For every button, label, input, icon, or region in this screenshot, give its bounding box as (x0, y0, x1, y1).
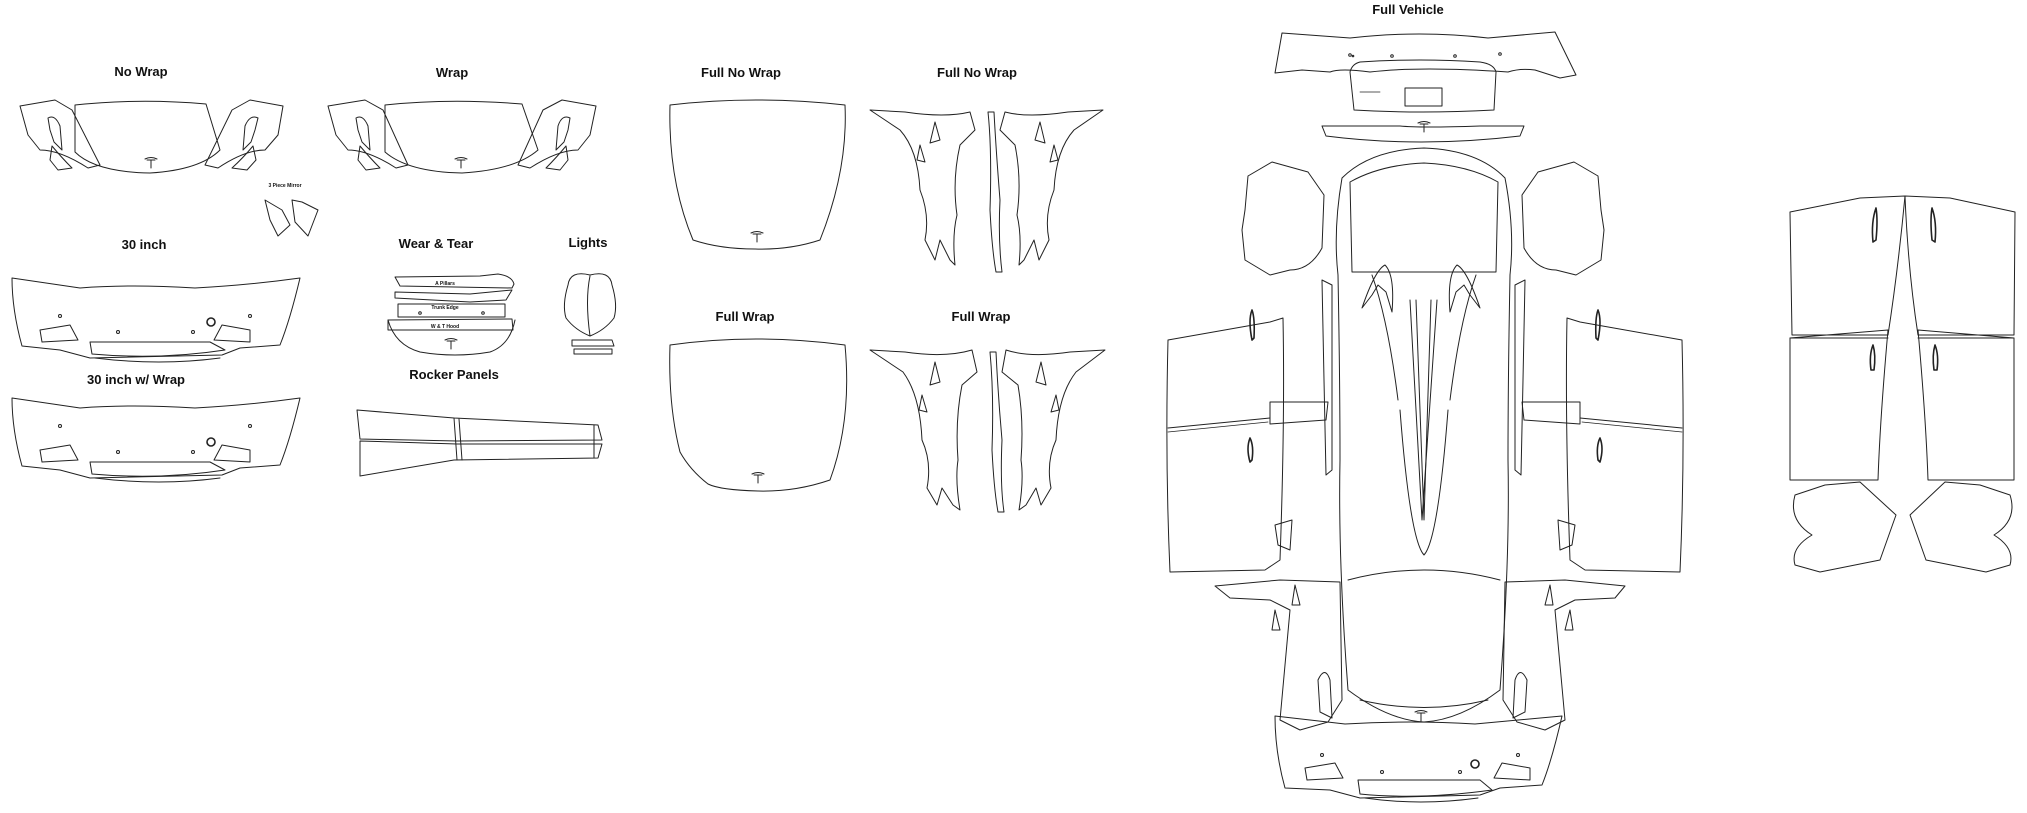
section-title-full-no-wrap-hood: Full No Wrap (701, 65, 781, 80)
section-title-no-wrap: No Wrap (114, 64, 168, 79)
section-title-full-wrap-fenders: Full Wrap (951, 309, 1011, 324)
section-title-wrap: Wrap (435, 65, 469, 80)
label-w-t-hood: W & T Hood (430, 324, 460, 330)
tesla-logo-icon (1414, 710, 1428, 722)
tesla-logo-icon (751, 472, 765, 484)
rocker-panels-pattern (356, 409, 603, 477)
label-trunk-edge: Trunk Edge (431, 305, 459, 311)
tesla-logo-icon (444, 338, 458, 350)
section-title-wear-tear: Wear & Tear (398, 236, 474, 251)
thirty-inch-pattern (11, 277, 301, 363)
wrap-pattern (327, 99, 597, 174)
section-title-30-inch: 30 inch (121, 237, 167, 252)
full-wrap-fenders (869, 349, 1106, 513)
full-no-wrap-hood (669, 99, 846, 250)
section-title-lights: Lights (568, 235, 608, 250)
section-title-full-wrap-hood: Full Wrap (715, 309, 775, 324)
full-no-wrap-fenders (869, 109, 1104, 273)
full-wrap-hood (669, 338, 848, 492)
thirty-inch-wrap-pattern (11, 397, 301, 483)
section-title-full-no-wrap-fenders: Full No Wrap (937, 65, 1017, 80)
tesla-logo-icon (750, 231, 764, 243)
no-wrap-pattern (19, 99, 319, 237)
tesla-logo-icon (144, 157, 158, 169)
full-vehicle-pattern (1166, 31, 2016, 803)
section-title-full-vehicle: Full Vehicle (1372, 2, 1444, 17)
lights-pattern (563, 273, 617, 355)
section-title-30-inch-wrap: 30 inch w/ Wrap (86, 372, 186, 387)
tesla-logo-icon (454, 157, 468, 169)
label-a-pillars: A Pillars (435, 281, 455, 287)
wear-tear-pattern (387, 273, 516, 356)
label-small-piece: 3 Piece Mirror (268, 183, 302, 189)
section-title-rocker-panels: Rocker Panels (409, 367, 499, 382)
